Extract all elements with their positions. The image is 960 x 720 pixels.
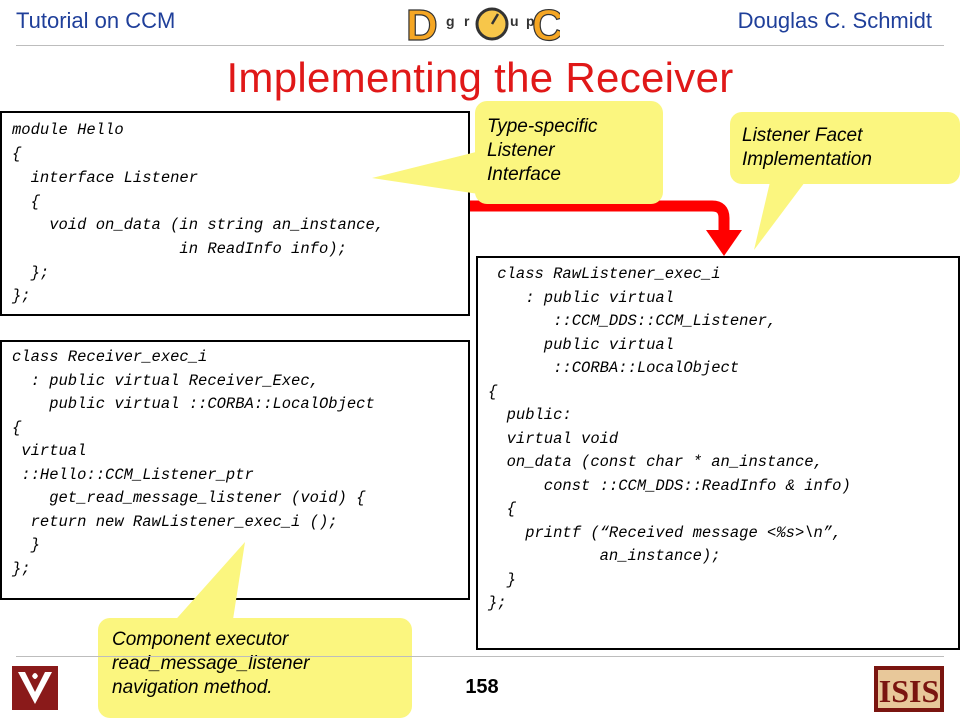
code-line: {: [12, 419, 22, 437]
footer-divider: [16, 656, 944, 657]
code-line: public virtual ::CORBA::LocalObject: [12, 395, 375, 413]
isis-logo: ISIS: [874, 666, 944, 712]
code-line: interface Listener: [12, 169, 199, 187]
logo-letter-d: D: [406, 2, 438, 46]
vanderbilt-logo: [12, 666, 58, 710]
callout-line: navigation method.: [112, 677, 273, 698]
type-specific-listener-callout: Type-specific Listener Interface: [475, 101, 663, 204]
code-line: {: [12, 193, 40, 211]
isis-logo-text: ISIS: [879, 673, 940, 709]
code-line: in ReadInfo info);: [12, 240, 347, 258]
listener-facet-callout: Listener Facet Implementation: [730, 112, 960, 184]
code-line: virtual void: [488, 430, 619, 448]
code-line: {: [488, 500, 516, 518]
callout-line: Implementation: [742, 149, 872, 170]
raw-listener-code-box: class RawListener_exec_i : public virtua…: [476, 256, 960, 650]
code-line: public:: [488, 406, 572, 424]
callout-line: Interface: [487, 164, 561, 185]
logo-letter-c: C: [532, 2, 560, 46]
listener-facet-callout-tail: [754, 182, 805, 250]
callout-line: Listener: [487, 140, 555, 161]
code-line: class Receiver_exec_i: [12, 348, 208, 366]
code-line: ::Hello::CCM_Listener_ptr: [12, 466, 254, 484]
header-right-text: Douglas C. Schmidt: [737, 8, 932, 33]
code-line: }: [488, 571, 516, 589]
code-line: {: [488, 383, 498, 401]
callout-line: Component executor: [112, 629, 289, 650]
logo-letter-p: p: [526, 13, 535, 29]
page-number: 158: [465, 676, 499, 698]
code-line: : public virtual: [488, 289, 675, 307]
header-divider: [16, 45, 944, 46]
code-line: get_read_message_listener (void) {: [12, 489, 366, 507]
code-line: an_instance);: [488, 547, 721, 565]
code-line: return new RawListener_exec_i ();: [12, 513, 338, 531]
code-line: ::CCM_DDS::CCM_Listener,: [488, 312, 777, 330]
logo-letter-g: g: [446, 13, 455, 29]
code-line: };: [12, 287, 31, 305]
idl-code-box: module Hello { interface Listener { void…: [0, 111, 470, 316]
code-line: class RawListener_exec_i: [488, 265, 721, 283]
logo-letter-r: r: [464, 13, 470, 29]
code-line: ::CORBA::LocalObject: [488, 359, 740, 377]
code-line: virtual: [12, 442, 87, 460]
code-line: {: [12, 145, 22, 163]
code-line: void on_data (in string an_instance,: [12, 216, 385, 234]
slide-title: Implementing the Receiver: [226, 54, 734, 101]
code-line: }: [12, 536, 40, 554]
code-line: printf (“Received message <%s>\n”,: [488, 524, 842, 542]
header-left-text: Tutorial on CCM: [16, 8, 176, 33]
callout-line: Type-specific: [487, 116, 598, 137]
code-line: const ::CCM_DDS::ReadInfo & info): [488, 477, 851, 495]
logo-letter-u: u: [510, 13, 519, 29]
code-line: module Hello: [12, 121, 124, 139]
doc-group-logo: D g r u p C: [404, 0, 564, 50]
code-line: };: [488, 594, 507, 612]
callout-line: Listener Facet: [742, 125, 863, 146]
code-line: };: [12, 560, 31, 578]
code-line: on_data (const char * an_instance,: [488, 453, 823, 471]
code-line: public virtual: [488, 336, 675, 354]
type-specific-callout-tail: [372, 148, 492, 196]
code-line: : public virtual Receiver_Exec,: [12, 372, 319, 390]
callout-line: read_message_listener: [112, 653, 310, 674]
component-executor-callout-tail: [170, 542, 245, 626]
code-line: };: [12, 264, 50, 282]
component-executor-callout: Component executor read_message_listener…: [98, 618, 412, 718]
